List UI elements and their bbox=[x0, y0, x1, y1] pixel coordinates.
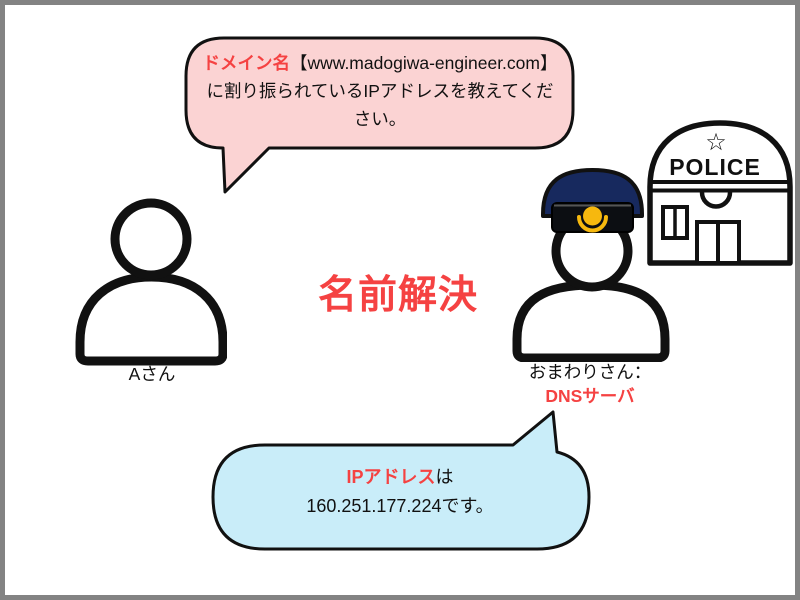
station-sign: POLICE bbox=[669, 154, 761, 180]
cap-badge-icon bbox=[583, 206, 602, 226]
request-bubble-shape bbox=[184, 36, 575, 194]
police-cap-icon bbox=[541, 168, 644, 233]
domain-name-highlight: ドメイン名 bbox=[202, 53, 291, 73]
station-star-icon: ☆ bbox=[705, 129, 727, 156]
person-a-body bbox=[75, 272, 227, 366]
officer-label: おまわりさん： bbox=[528, 362, 652, 382]
officer-body bbox=[512, 280, 670, 362]
ip-address-highlight: IPアドレス bbox=[346, 467, 436, 487]
page-title: 名前解決 bbox=[317, 274, 478, 317]
police-station-icon: ☆ POLICE bbox=[647, 120, 793, 266]
police-officer-icon bbox=[512, 168, 670, 362]
request-speech-bubble bbox=[184, 36, 575, 194]
person-a-head bbox=[110, 198, 192, 280]
cap-badge-arc-icon bbox=[577, 215, 608, 233]
domain-name-value: 【www.madogiwa-engineer.com】 bbox=[290, 53, 558, 73]
request-line-1: ドメイン名【www.madogiwa-engineer.com】 bbox=[192, 49, 568, 77]
answer-line-1: IPアドレスは bbox=[250, 463, 550, 492]
request-line-2: に割り振られているIPアドレスを教えてくだ bbox=[206, 81, 554, 101]
officer-role-label: DNSサーバ bbox=[545, 386, 635, 406]
station-window-icon bbox=[661, 205, 689, 240]
answer-speech-bubble bbox=[211, 410, 591, 551]
person-a-icon bbox=[75, 198, 227, 366]
request-bubble-text: ドメイン名【www.madogiwa-engineer.com】 に割り振られて… bbox=[192, 49, 568, 133]
answer-bubble-shape bbox=[211, 410, 591, 551]
station-door-icon bbox=[695, 220, 741, 265]
answer-line-1-rest: は bbox=[435, 467, 454, 487]
station-arch-icon bbox=[699, 192, 733, 209]
answer-bubble-text: IPアドレスは 160.251.177.224です。 bbox=[250, 463, 550, 521]
answer-line-2: 160.251.177.224です。 bbox=[306, 496, 494, 516]
person-a-label: Aさん bbox=[128, 364, 176, 384]
request-line-3: さい。 bbox=[353, 109, 407, 129]
